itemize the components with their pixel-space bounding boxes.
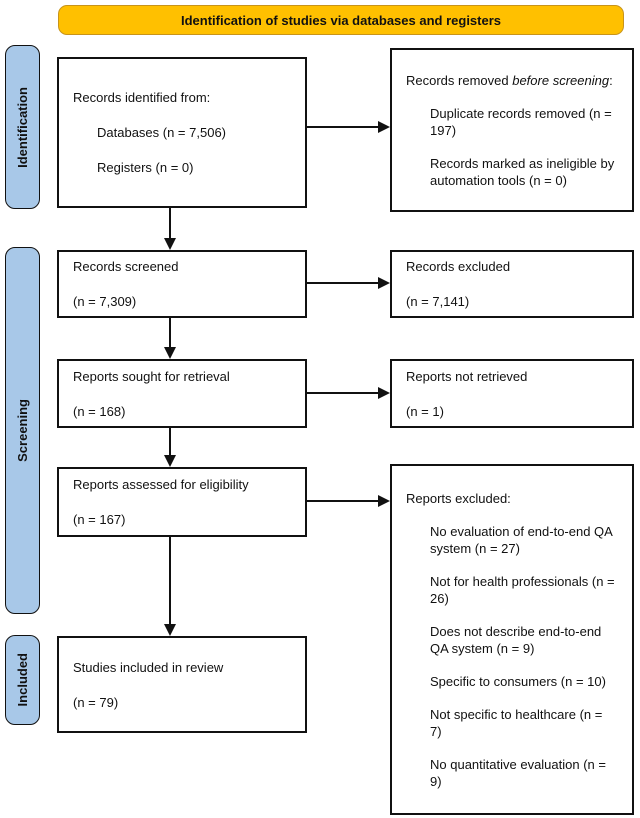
box-title: Records removed before screening: (406, 72, 613, 88)
diagram-title-banner: Identification of studies via databases … (58, 5, 624, 35)
box-line: Studies included in review (73, 659, 224, 675)
box-reports-sought: Reports sought for retrieval (n = 168) (57, 359, 307, 428)
box-line: Not for health professionals (n = 26) (430, 573, 615, 606)
box-line: Databases (n = 7,506) (97, 125, 226, 140)
box-studies-included: Studies included in review (n = 79) (57, 636, 307, 733)
box-reports-excluded: Reports excluded: No evaluation of end-t… (390, 464, 634, 815)
box-count: (n = 167) (73, 512, 126, 527)
box-records-excluded: Records excluded (n = 7,141) (390, 250, 634, 318)
box-title: Records identified from: (73, 90, 211, 105)
box-count: (n = 168) (73, 403, 126, 419)
stage-label-text: Included (15, 653, 30, 707)
box-records-removed: Records removed before screening: Duplic… (390, 48, 634, 212)
box-line: No evaluation of end-to-end QA system (n… (430, 523, 613, 556)
box-title: Reports excluded: (406, 490, 511, 506)
box-count: (n = 1) (406, 403, 444, 419)
box-line: Does not describe end-to-end QA system (… (430, 623, 602, 656)
stage-label-text: Screening (15, 399, 30, 462)
box-line: Records marked as ineligible by automati… (430, 155, 615, 188)
box-line: Registers (n = 0) (97, 160, 194, 175)
box-line: Duplicate records removed (n = 197) (430, 105, 612, 138)
box-reports-not-retrieved: Reports not retrieved (n = 1) (390, 359, 634, 428)
diagram-title: Identification of studies via databases … (180, 12, 502, 28)
sidebar-item-screening: Screening (5, 247, 40, 614)
box-line: Reports not retrieved (406, 368, 528, 384)
box-count: (n = 7,141) (406, 294, 470, 309)
box-reports-assessed: Reports assessed for eligibility (n = 16… (57, 467, 307, 537)
sidebar-item-identification: Identification (5, 45, 40, 209)
box-line: Records screened (73, 259, 179, 274)
box-line: Not specific to healthcare (n = 7) (430, 706, 603, 739)
box-line: Reports sought for retrieval (73, 368, 230, 384)
box-line: Reports assessed for eligibility (73, 477, 249, 492)
box-records-screened: Records screened (n = 7,309) (57, 250, 307, 318)
box-line: No quantitative evaluation (n = 9) (430, 756, 606, 789)
box-line: Records excluded (406, 259, 511, 274)
box-count: (n = 7,309) (73, 294, 137, 309)
box-count: (n = 79) (73, 694, 119, 710)
stage-label-text: Identification (15, 86, 30, 168)
box-records-identified: Records identified from: Databases (n = … (57, 57, 307, 208)
emphasis-text: before screening (512, 72, 610, 88)
sidebar-item-included: Included (5, 635, 40, 725)
box-line: Specific to consumers (n = 10) (430, 673, 606, 689)
